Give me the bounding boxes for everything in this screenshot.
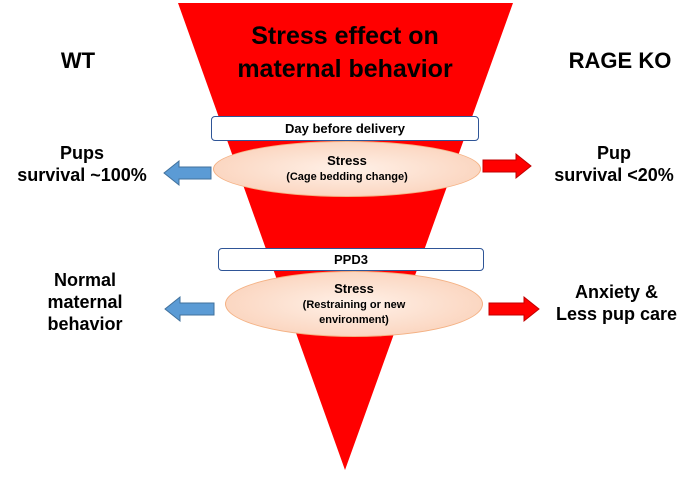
wt-arrow-2 <box>164 295 215 323</box>
stress-label-2: Stress <box>334 280 374 296</box>
ko-outcome-2: Anxiety & Less pup care <box>555 282 678 324</box>
stress-ellipse-2: Stress (Restraining or new environment) <box>225 271 483 337</box>
ko-arrow-1 <box>482 152 532 180</box>
wt-outcome-2: Normal maternal behavior <box>47 270 123 334</box>
day-before-delivery-box: Day before delivery <box>211 116 479 141</box>
rage-ko-label: RAGE KO <box>568 48 672 73</box>
wt-arrow-1 <box>163 159 212 187</box>
ppd3-box: PPD3 <box>218 248 484 271</box>
stress-detail-2: (Restraining or new environment) <box>302 298 406 326</box>
wt-label: WT <box>60 48 96 73</box>
stress-detail-1: (Cage bedding change) <box>286 171 408 184</box>
ko-outcome-1: Pup survival <20% <box>554 143 674 185</box>
ko-arrow-2 <box>488 295 540 323</box>
stress-label-1: Stress <box>327 153 367 169</box>
diagram-title: Stress effect on maternal behavior <box>237 22 453 83</box>
wt-outcome-1: Pups survival ~100% <box>17 143 147 185</box>
stress-ellipse-1: Stress (Cage bedding change) <box>213 141 481 197</box>
